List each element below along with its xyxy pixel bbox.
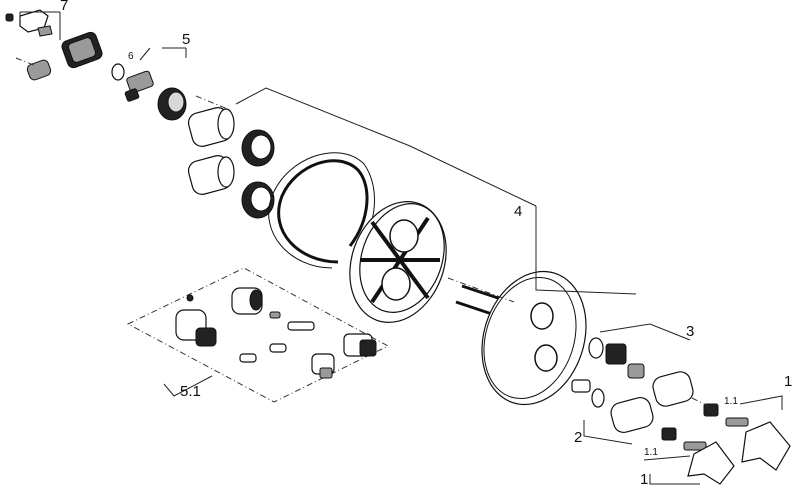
part-5-group <box>111 63 187 121</box>
part-2-oring <box>591 388 605 408</box>
ring-lower <box>241 181 275 219</box>
mounting-plate <box>349 201 447 323</box>
part-1-lower-stem <box>683 441 707 451</box>
sleeve-upper <box>187 107 235 147</box>
part-7-check-valve <box>311 353 335 379</box>
part-7-diverter <box>343 333 377 357</box>
part-7-pin-small <box>269 311 281 319</box>
callout-7: 5.1 <box>180 383 201 400</box>
part-3-adapter <box>605 343 627 365</box>
part-3-group <box>588 337 694 407</box>
ring-upper <box>241 129 275 167</box>
part-1-upper-cross-handle <box>741 421 791 471</box>
part-3-oring <box>588 337 604 359</box>
part-5-1-valve <box>124 70 154 102</box>
part-6-sleeve <box>26 59 52 81</box>
callout-3: 3 <box>686 323 694 340</box>
callout-4: 4 <box>514 203 522 220</box>
part-7-valve-body <box>231 287 263 315</box>
part-5-nut <box>157 87 187 121</box>
leader-7 <box>163 375 213 397</box>
part-1-1-upper-screw <box>703 403 719 417</box>
part-6-nozzle <box>37 25 53 37</box>
leader-3 <box>599 323 691 341</box>
callout-1-lower: 1 <box>640 471 648 487</box>
leader-2 <box>583 420 633 445</box>
part-7-bolt <box>239 353 257 363</box>
cover-plate <box>481 270 587 406</box>
part-1-lower-group <box>661 427 735 485</box>
part-6-group <box>5 9 103 81</box>
leader-1-upper <box>739 395 783 410</box>
leader-4 <box>235 87 537 207</box>
part-6-screw <box>5 13 14 22</box>
callout-5-1: 6 <box>128 51 134 62</box>
part-1-upper-stem <box>725 417 749 427</box>
part-7-thermo-cartridge <box>175 309 217 347</box>
part-3-spindle <box>627 363 645 379</box>
part-2-bush <box>571 379 591 393</box>
axis-line-handle <box>691 397 709 407</box>
axis-line-plate <box>447 277 515 303</box>
retaining-ring <box>268 152 375 269</box>
callout-5: 5 <box>182 31 190 48</box>
axis-line-upper <box>195 95 231 111</box>
part-5-oring <box>111 63 125 81</box>
callout-1-upper: 1 <box>784 373 792 390</box>
leader-1-1-lower <box>643 455 691 461</box>
part-7-bolt-2 <box>269 343 287 353</box>
leader-1-lower <box>649 474 700 485</box>
part-1-lower-cross-handle <box>687 441 735 485</box>
part-7-ball <box>186 294 194 302</box>
part-1-1-lower-screw <box>661 427 677 441</box>
part-2-group <box>571 379 654 434</box>
part-7-spindle <box>287 321 315 331</box>
sleeve-lower <box>187 155 235 195</box>
leader-5-1 <box>139 47 151 61</box>
part-6-cartridge <box>61 31 103 69</box>
part-2-handle-sleeve <box>610 396 654 434</box>
callout-1-1-lower: 1.1 <box>644 447 658 458</box>
part-1-upper-group <box>703 403 791 471</box>
part-3-handle-sleeve <box>652 371 694 407</box>
callout-1-1-upper: 1.1 <box>724 396 738 407</box>
part-7-kit <box>175 287 377 379</box>
callout-2: 2 <box>574 429 582 446</box>
callout-6: 7 <box>60 0 68 14</box>
part-6-axis <box>15 57 37 67</box>
